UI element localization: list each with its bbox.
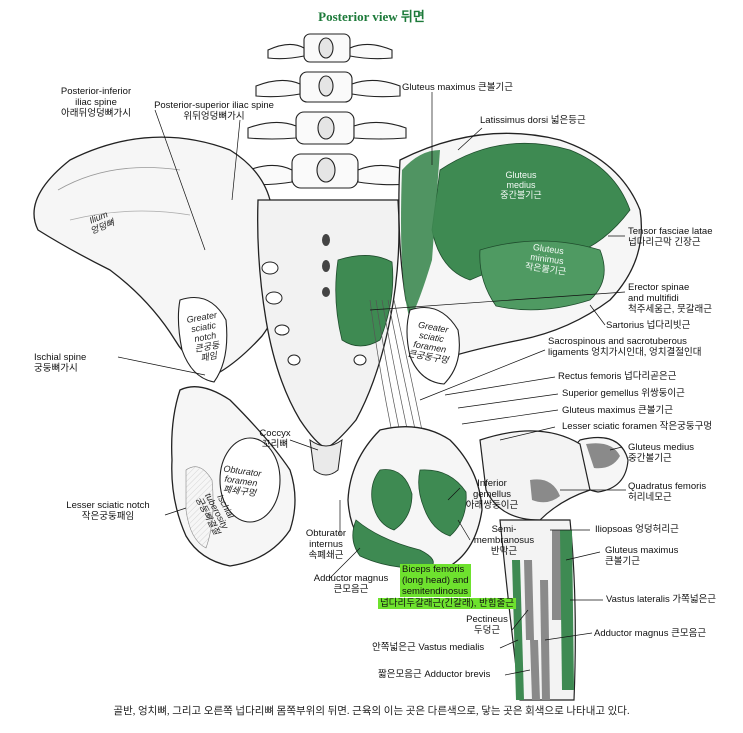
leader-lines (117, 92, 626, 676)
label-adductor-brevis: 짧은모음근 Adductor brevis (378, 669, 491, 680)
label-erector-spinae: Erector spinae and multifidi 척주세움근, 뭇갈래근 (628, 282, 712, 315)
vastus-lateralis-origin (560, 530, 574, 690)
label-gluteus-maximus-mid: Gluteus maximus 큰볼기근 (562, 405, 673, 416)
right-greater-sciatic-foramen (406, 306, 460, 385)
label-gluteus-maximus-low: Gluteus maximus 큰볼기근 (605, 545, 679, 567)
left-greater-sciatic-notch (177, 296, 228, 383)
pectineus-insertion (524, 560, 534, 640)
label-sacrospinous-ligaments: Sacrospinous and sacrotuberous ligaments… (548, 336, 702, 358)
erector-spinae-origin (335, 255, 394, 347)
figure-caption: 골반, 엉치뼈, 그리고 오른쪽 넙다리뼈 몸쪽부위의 뒤면. 근육의 이는 곳… (113, 706, 630, 717)
highlight-biceps-femoris-en: Biceps femoris (long head) and semitendi… (400, 564, 471, 597)
label-vastus-lateralis: Vastus lateralis 가쪽넓은근 (606, 594, 717, 605)
left-ilium (33, 136, 285, 373)
label-pectineus: Pectineus 두덩근 (466, 614, 508, 636)
vastus-medialis-origin (512, 560, 524, 700)
label-sartorius: Sartorius 넙다리빗근 (606, 320, 691, 331)
label-obturator-foramen: Obturator foramen 폐쇄구멍 (222, 463, 262, 499)
label-lesser-sciatic-foramen: Lesser sciatic foramen 작은궁둥구멍 (562, 421, 713, 432)
label-superior-gemellus: Superior gemellus 위쌍둥이근 (562, 388, 685, 399)
gluteus-minimus-origin (479, 240, 605, 311)
label-lesser-sciatic-notch: Lesser sciatic notch 작은궁둥패임 (66, 500, 150, 522)
label-posterior-inferior-iliac-spine: Posterior-inferior iliac spine 아래뒤엉덩뼈가시 (60, 86, 132, 119)
label-semimembranosus: Semi- membranosus 반막근 (473, 524, 535, 557)
label-ischial-spine: Ischial spine 궁둥뼈가시 (34, 352, 87, 374)
label-obturator-internus: Obturator internus 속폐쇄근 (305, 528, 347, 561)
femur-neck (479, 430, 591, 521)
label-adductor-magnus-right: Adductor magnus 큰모음근 (594, 628, 707, 639)
label-greater-sciatic-foramen: Greater sciatic foramen 큰궁둥구멍 (406, 319, 450, 366)
figure-title: Posterior view 뒤면 (318, 9, 425, 24)
semimembranosus-origin (418, 469, 467, 537)
label-iliopsoas: Iliopsoas 엉덩허리근 (595, 524, 679, 535)
label-gluteus-medius-inner: Gluteus medius 중간볼기근 (500, 170, 542, 200)
biceps-femoris-origin (371, 469, 413, 531)
label-quadratus-femoris: Quadratus femoris 허리네모근 (628, 481, 707, 503)
lumbar-vertebrae (243, 33, 413, 189)
label-posterior-superior-iliac-spine: Posterior-superior iliac spine 위뒤엉덩뼈가시 (154, 100, 274, 122)
quadratus-femoris-insertion (530, 479, 560, 503)
label-gluteus-medius-right: Gluteus medius 중간볼기근 (628, 442, 695, 464)
coccyx (309, 438, 343, 476)
label-gluteus-maximus-top: Gluteus maximus 큰볼기근 (402, 82, 513, 93)
adductor-brevis-insertion (530, 640, 540, 700)
gluteus-maximus-strip (401, 150, 440, 320)
left-obturator-foramen (219, 437, 281, 523)
highlight-biceps-femoris-ko: 넙다리두갈래근(긴갈래), 반힘줄근 (378, 598, 516, 609)
label-coccyx: Coccyx 꼬리뼈 (259, 428, 291, 450)
label-vastus-medialis: 안쪽넓은근 Vastus medialis (372, 642, 485, 653)
label-latissimus-dorsi: Latissimus dorsi 넓은등근 (480, 115, 586, 126)
label-tensor-fasciae-latae: Tensor fasciae latae 넙다리근막 긴장근 (628, 226, 713, 248)
label-adductor-magnus-left: Adductor magnus 큰모음근 (313, 573, 389, 595)
label-inferior-gemellus: Inferior gemellus 아래쌍둥이근 (465, 478, 519, 511)
label-rectus-femoris: Rectus femoris 넙다리곧은근 (558, 371, 677, 382)
